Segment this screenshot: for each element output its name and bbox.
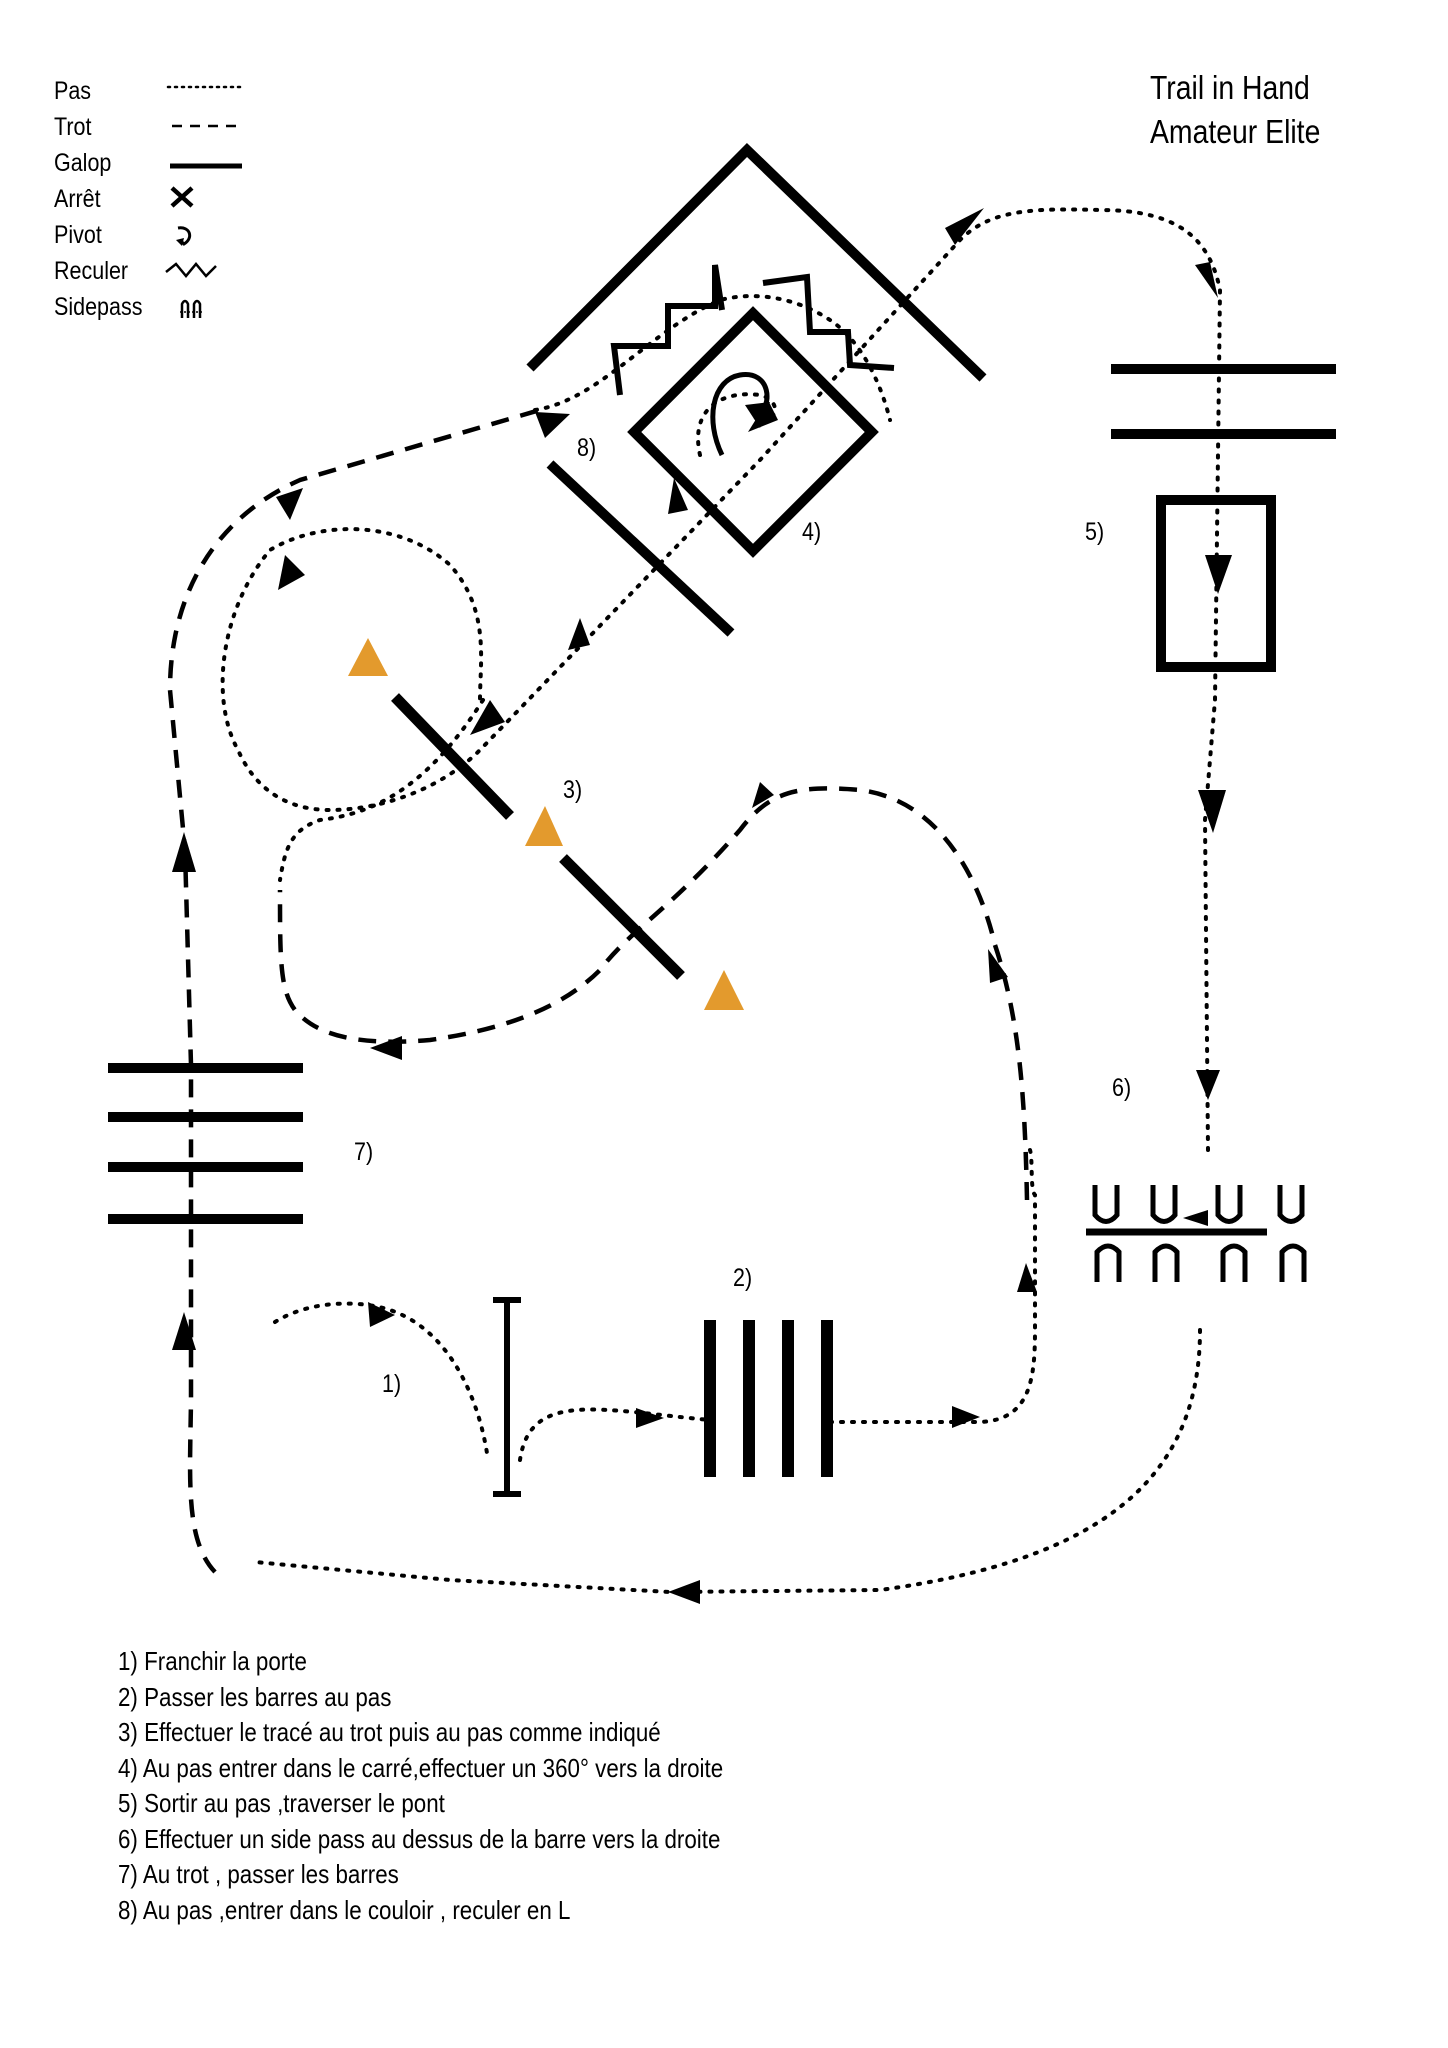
obstacle-label-3: 3) [563, 776, 583, 804]
cones [348, 638, 744, 1010]
walk-poles-obstacle [704, 1320, 833, 1477]
legend-row-pas: Pas [54, 74, 242, 108]
sidepass-hooves-icon [180, 299, 202, 318]
walk-path [220, 207, 1223, 1595]
trot-path [167, 407, 1030, 1574]
instruction-item: 1) Franchir la porte [118, 1646, 307, 1676]
cone [704, 970, 744, 1010]
instruction-item: 2) Passer les barres au pas [118, 1681, 392, 1712]
instruction-item: 5) Sortir au pas ,traverser le pont [118, 1788, 445, 1818]
direction-arrows [172, 208, 1232, 1604]
obstacle-label-1: 1) [382, 1370, 402, 1398]
obstacle-label-2: 2) [733, 1264, 753, 1292]
trot-poles-obstacle [391, 693, 685, 980]
obstacle-label-4: 4) [802, 518, 822, 546]
legend-label: Pas [54, 76, 92, 105]
box-obstacle [526, 142, 987, 637]
legend-label: Reculer [54, 256, 129, 285]
obstacle-label-6: 6) [1112, 1074, 1132, 1102]
instruction-item: 7) Au trot , passer les barres [118, 1859, 399, 1889]
legend-row-trot: Trot [54, 110, 240, 144]
title-line-2: Amateur Elite [1150, 113, 1321, 150]
instruction-item: 6) Effectuer un side pass au dessus de l… [118, 1823, 721, 1854]
obstacle-label-5: 5) [1085, 518, 1105, 546]
pivot-curl-icon [176, 226, 192, 246]
instruction-item: 4) Au pas entrer dans le carré,effectuer… [118, 1752, 724, 1783]
legend-row-sidepass: Sidepass [54, 290, 202, 324]
gate-obstacle [493, 1297, 521, 1497]
legend-label: Galop [54, 148, 112, 177]
pivot-symbol [710, 372, 770, 457]
legend-row-pivot: Pivot [54, 218, 192, 252]
course-title: Trail in Hand Amateur Elite [1150, 66, 1320, 154]
legend-label: Arrêt [54, 184, 101, 213]
bridge-obstacle [1111, 364, 1336, 672]
cone [525, 806, 563, 846]
trot-dashed-line-icon [172, 124, 240, 128]
legend-row-galop: Galop [54, 146, 242, 180]
instructions-list: 1) Franchir la porte 2) Passer les barre… [118, 1644, 822, 1928]
legend-label: Sidepass [54, 292, 143, 321]
trot-poles-7-obstacle [108, 1063, 303, 1224]
legend-row-arret: Arrêt [54, 182, 194, 216]
backup-zigzag-marks [610, 264, 895, 396]
obstacle-label-8: 8) [577, 434, 597, 462]
walk-dotted-line-icon [166, 85, 242, 89]
backup-zigzag-icon [165, 262, 217, 278]
legend-row-reculer: Reculer [54, 254, 217, 288]
instruction-item: 3) Effectuer le tracé au trot puis au pa… [118, 1717, 661, 1747]
obstacle-label-7: 7) [354, 1138, 374, 1166]
instruction-item: 8) Au pas ,entrer dans le couloir , recu… [118, 1894, 571, 1925]
title-line-1: Trail in Hand [1150, 69, 1310, 106]
legend-label: Trot [54, 112, 92, 141]
sidepass-hooves [1092, 1185, 1307, 1282]
halt-cross-icon [170, 186, 194, 208]
cone [348, 638, 388, 676]
legend-label: Pivot [54, 220, 102, 249]
canter-solid-line-icon [170, 163, 242, 169]
